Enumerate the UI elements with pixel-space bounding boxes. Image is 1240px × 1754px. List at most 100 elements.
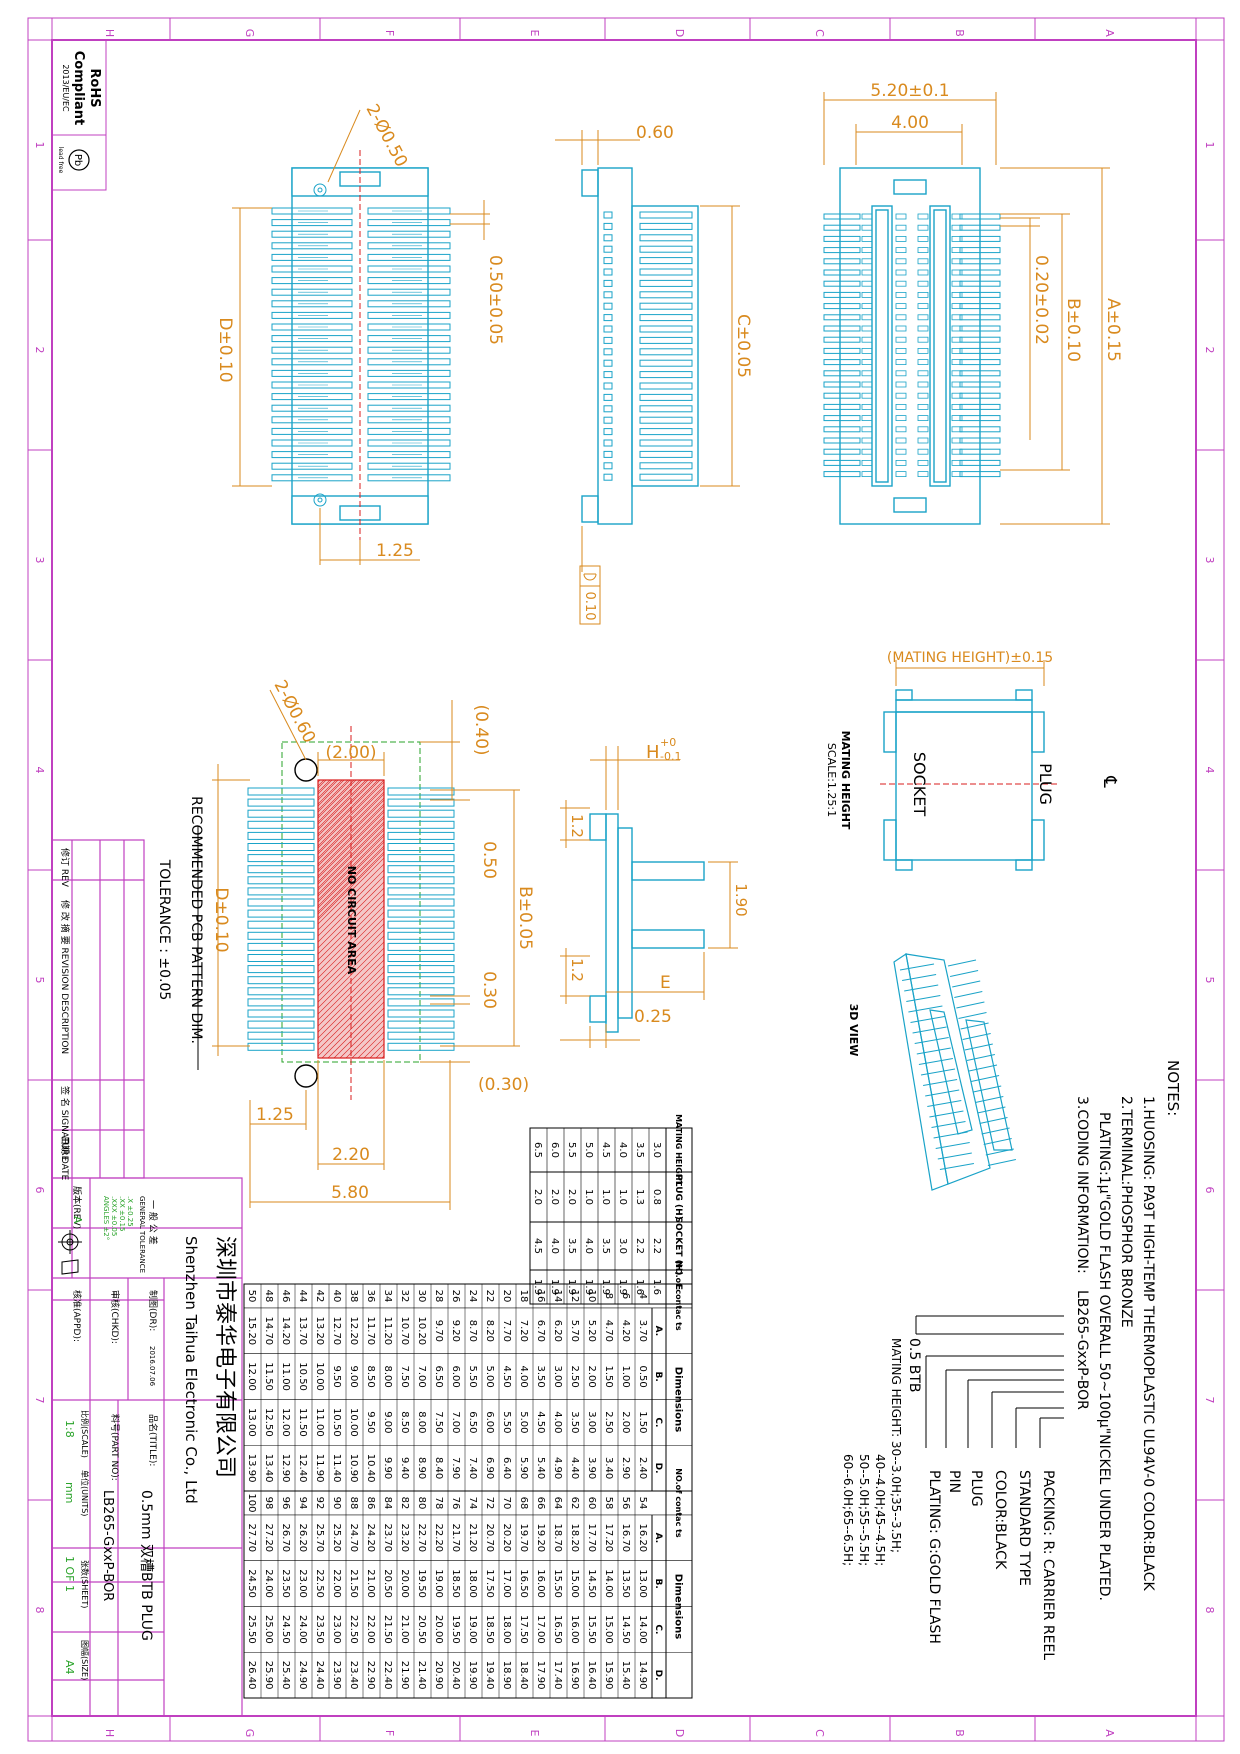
pcb-pad	[387, 1020, 455, 1029]
mating-height-label: (MATING HEIGHT)±0.15	[887, 650, 1053, 666]
first-angle-projection-icon	[58, 1230, 82, 1275]
flatness-value: 0.10	[582, 592, 597, 621]
pcb-pad	[387, 831, 455, 840]
dim-table-header: NO.of contac ts	[674, 1468, 683, 1538]
pcb-pad	[387, 865, 455, 874]
lead	[271, 335, 353, 343]
dim-table-cell: 17.00	[535, 1615, 546, 1644]
dim-table-cell: 42	[314, 1290, 325, 1303]
dim-table-col-header: D.	[653, 1670, 663, 1681]
pcb-pad	[387, 887, 455, 896]
dim-table-cell: 13.20	[314, 1317, 325, 1346]
dim-table-cell: 96	[280, 1497, 291, 1510]
tolerance-line: .XXX ±0.05	[110, 1196, 118, 1236]
pcb-o1-label: 1.25	[256, 1105, 294, 1125]
lead	[910, 1016, 945, 1023]
pcb-pad	[387, 798, 455, 807]
dim-table-cell: 78	[433, 1497, 444, 1510]
dim-table-cell: 14.50	[586, 1569, 597, 1598]
lead	[367, 393, 451, 401]
lead	[823, 336, 861, 343]
dim-table-cell: 9.00	[348, 1365, 359, 1387]
lead	[912, 1026, 947, 1034]
pcb-pad	[247, 1020, 315, 1029]
dim-table-cell: 46	[280, 1290, 291, 1303]
lead	[603, 268, 613, 276]
lead	[966, 1054, 996, 1061]
lead	[959, 370, 1001, 377]
lead	[271, 265, 353, 273]
lead	[959, 325, 1001, 332]
lead	[603, 462, 613, 470]
plug-side-view: 0.60 C±0.05 0.10	[555, 123, 753, 625]
lead	[639, 450, 693, 458]
lead	[367, 369, 451, 377]
dim-table-cell: 14.20	[280, 1317, 291, 1346]
mating-table-cell: 1.9	[617, 1279, 628, 1295]
dim-table-cell: 20.00	[399, 1569, 410, 1598]
dim-table-cell: 12.00	[246, 1362, 257, 1391]
lead	[823, 448, 861, 455]
dim-table-cell: 28	[433, 1290, 444, 1303]
zone-number: 7	[1203, 1397, 1216, 1404]
note-3: 3.CODING INFORMATION:	[1074, 1096, 1090, 1274]
dim-table-cell: 25.90	[263, 1661, 274, 1690]
lead	[639, 405, 693, 413]
lead	[981, 1127, 1010, 1135]
dim-table-cell: 23.40	[348, 1661, 359, 1690]
side-view-leads	[603, 211, 693, 481]
dim-table-cell: 11.00	[280, 1362, 291, 1391]
dim-table-cell: 16.70	[620, 1524, 631, 1553]
zone-number: 4	[1203, 767, 1216, 774]
dim-table-cell: 4.50	[501, 1365, 512, 1387]
lead	[367, 427, 451, 435]
dim-table-cell: 8.50	[399, 1411, 410, 1433]
mating-table-cell: 1.6	[634, 1279, 645, 1295]
dim-table-cell: 14	[552, 1290, 563, 1303]
lead	[959, 426, 1001, 433]
dim-table-col-header: A.	[653, 1326, 663, 1337]
zone-number: 4	[33, 767, 46, 774]
dim-table-cell: 19.50	[416, 1569, 427, 1598]
lead	[985, 1148, 1014, 1156]
lead	[959, 247, 1001, 254]
dim-table-cell: 1.00	[620, 1365, 631, 1387]
pcb-pad	[387, 854, 455, 863]
lead	[639, 371, 693, 379]
dim-table-cell: 22.00	[365, 1615, 376, 1644]
dim-table-cell: 14.00	[637, 1615, 648, 1644]
tolerance-line: .XX ±0.15	[118, 1196, 126, 1232]
profile-d3-label: 1.2	[568, 958, 586, 982]
dim-table-cell: 11.50	[263, 1362, 274, 1391]
dim-table-cell: 16.00	[535, 1569, 546, 1598]
dim-table-cell: 24.00	[263, 1569, 274, 1598]
plug-3d-view: 3D VIEW	[847, 952, 1017, 1191]
dim-table-cell: 26.40	[246, 1661, 257, 1690]
units-label: 单位(UNITS)	[80, 1470, 90, 1516]
mating-table-header: PLUG (H)	[673, 1174, 683, 1220]
zone-number: 7	[33, 1397, 46, 1404]
dim-table-cell: 98	[263, 1497, 274, 1510]
profile-e-label: E	[660, 973, 671, 993]
lead	[367, 439, 451, 447]
lead	[968, 1064, 998, 1072]
dim-table-cell: 20.20	[501, 1524, 512, 1553]
dim-table-cell: 15.00	[603, 1615, 614, 1644]
lead	[918, 1058, 953, 1065]
mating-table-cell: 4.0	[583, 1238, 594, 1254]
pcb-pad	[247, 876, 315, 885]
zone-number: 5	[1203, 977, 1216, 984]
dim-table-cell: 76	[450, 1497, 461, 1510]
dim-table-cell: 4.00	[518, 1365, 529, 1387]
dim-table-cell: 16.20	[637, 1524, 648, 1553]
plug-top-leads	[271, 207, 451, 482]
dim-table-cell: 8.00	[416, 1411, 427, 1433]
dim-table-cell: 21.90	[399, 1661, 410, 1690]
dim-table-cell: 17.90	[535, 1661, 546, 1690]
lead	[959, 437, 1001, 444]
lead	[271, 404, 353, 412]
no-circuit-label: NO CIRCUIT AREA	[345, 866, 358, 975]
dim-table-cell: 9.00	[382, 1411, 393, 1433]
note-2: 2.TERMINAL:PHOSPHOR BRONZE	[1118, 1096, 1134, 1328]
